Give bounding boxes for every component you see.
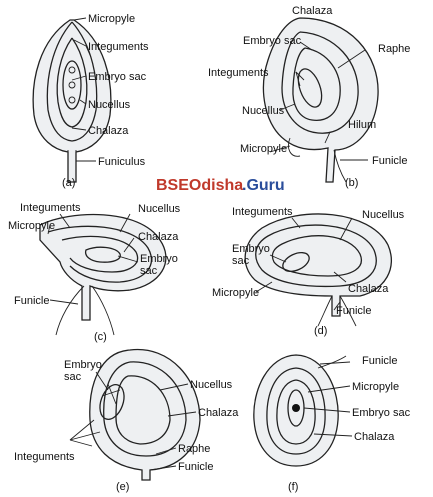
embryo-sac-c (84, 246, 121, 263)
label-e-integuments: Integuments (14, 451, 75, 463)
tag-b: (b) (345, 177, 358, 189)
tag-d: (d) (314, 325, 327, 337)
label-f-embryo-sac: Embryo sac (352, 407, 411, 419)
label-e-funicle: Funicle (178, 461, 213, 473)
ovule-c-outer (39, 213, 167, 321)
embryo-sac-nucleus-f (292, 404, 300, 412)
embryo-sac-d (282, 251, 310, 273)
label-c-nucellus: Nucellus (138, 203, 181, 215)
label-c-embryo-line2: sac (140, 265, 158, 277)
nucellus-e (115, 375, 171, 445)
label-b-integuments: Integuments (208, 67, 269, 79)
embryo-sac-e (99, 384, 125, 420)
panel-e: Embryo sac Nucellus Chalaza Integuments … (14, 348, 239, 493)
label-f-funicle: Funicle (362, 355, 397, 367)
integument-a (46, 21, 98, 142)
integument-c (47, 225, 153, 283)
tag-c: (c) (94, 331, 107, 343)
label-c-embryo-line1: Embryo (140, 253, 178, 265)
label-b-micropyle: Micropyle (240, 143, 287, 155)
label-a-embryo-sac: Embryo sac (88, 71, 147, 83)
label-b-nucellus: Nucellus (242, 105, 285, 117)
panel-f: Funicle Micropyle Embryo sac Chalaza (f) (253, 354, 411, 493)
watermark-part2: .Guru (242, 177, 285, 194)
label-c-chalaza: Chalaza (138, 231, 179, 243)
label-d-chalaza: Chalaza (348, 283, 389, 295)
label-b-hilum: Hilum (348, 119, 376, 131)
label-a-nucellus: Nucellus (88, 99, 131, 111)
label-d-integuments: Integuments (232, 206, 293, 218)
label-a-chalaza: Chalaza (88, 125, 129, 137)
nucellus-b (292, 47, 341, 121)
label-b-chalaza: Chalaza (292, 5, 333, 17)
label-c-funicle: Funicle (14, 295, 49, 307)
nucellus-a (56, 37, 88, 128)
nucellus-f (276, 379, 316, 445)
embryo-sac-b (297, 68, 323, 108)
label-a-micropyle: Micropyle (88, 13, 135, 25)
label-c-integuments: Integuments (20, 202, 81, 214)
label-d-embryo-line2: sac (232, 255, 250, 267)
label-e-embryo-line2: sac (64, 371, 82, 383)
label-a-integuments: Integuments (88, 41, 149, 53)
integument-b (281, 31, 359, 134)
integument-f (266, 367, 326, 455)
label-b-raphe: Raphe (378, 43, 410, 55)
panel-b: Chalaza Embryo sac Raphe Integuments Nuc… (208, 5, 410, 189)
label-e-chalaza: Chalaza (198, 407, 239, 419)
label-e-embryo-line1: Embryo (64, 359, 102, 371)
label-f-chalaza: Chalaza (354, 431, 395, 443)
label-d-micropyle: Micropyle (212, 287, 259, 299)
tag-a: (a) (62, 177, 75, 189)
label-d-embryo-line1: Embryo (232, 243, 270, 255)
panel-d: Integuments Nucellus Embryo sac Micropyl… (212, 206, 405, 337)
integument-d (255, 224, 377, 288)
tag-f: (f) (288, 481, 298, 493)
label-a-funiculus: Funiculus (98, 156, 146, 168)
panel-c: Integuments Micropyle Nucellus Chalaza E… (8, 202, 181, 343)
embryo-sac-a (62, 60, 82, 110)
label-b-funicle: Funicle (372, 155, 407, 167)
watermark: BSEOdisha .Guru (156, 177, 285, 194)
label-f-micropyle: Micropyle (352, 381, 399, 393)
label-e-raphe: Raphe (178, 443, 210, 455)
label-d-funicle: Funicle (336, 305, 371, 317)
label-c-micropyle: Micropyle (8, 220, 55, 232)
integument-e (103, 361, 187, 457)
label-d-nucellus: Nucellus (362, 209, 405, 221)
panel-a: Micropyle Integuments Embryo sac Nucellu… (32, 13, 149, 189)
ovule-d-outer (244, 213, 393, 317)
label-b-embryo-sac: Embryo sac (243, 35, 302, 47)
tag-e: (e) (116, 481, 129, 493)
nucellus-c (61, 235, 139, 273)
watermark-part1: BSEOdisha (156, 177, 243, 194)
label-e-nucellus: Nucellus (190, 379, 233, 391)
